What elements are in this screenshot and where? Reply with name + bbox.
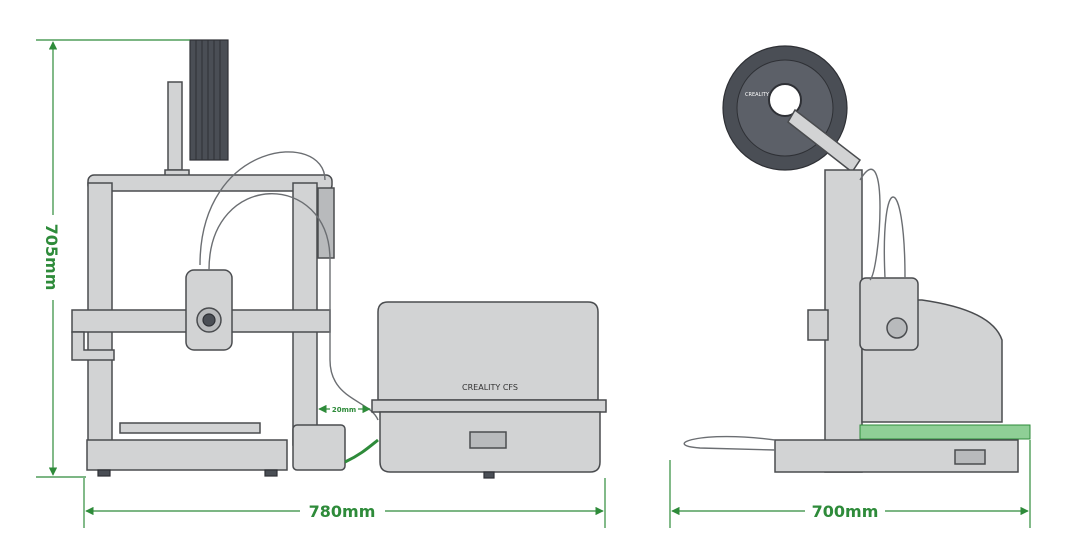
spool-holder (167, 81, 183, 171)
cfs-lid (377, 301, 599, 401)
printer-front-view (71, 39, 379, 477)
cfs-logo: CREALITY CFS (462, 383, 518, 392)
print-bed (119, 422, 261, 434)
front-width-label: 780mm (309, 502, 376, 521)
front-width-dimension: 780mm (83, 478, 606, 528)
side-depth-dimension: 700mm (669, 440, 1031, 528)
side-depth-label: 700mm (812, 502, 879, 521)
touch-screen (292, 424, 346, 471)
z-column (824, 169, 863, 473)
gap-label: 20mm (332, 406, 356, 414)
printer-side-view: CREALITY (683, 45, 1031, 473)
side-print-head (859, 277, 919, 351)
base (86, 439, 288, 471)
height-label: 705mm (42, 224, 61, 291)
gap-dimension: 20mm (318, 404, 371, 414)
cfs-unit: CREALITY CFS (371, 301, 607, 479)
spool-logo: CREALITY (745, 92, 770, 98)
height-dimension: 705mm (36, 39, 190, 478)
side-bed (859, 424, 1031, 440)
